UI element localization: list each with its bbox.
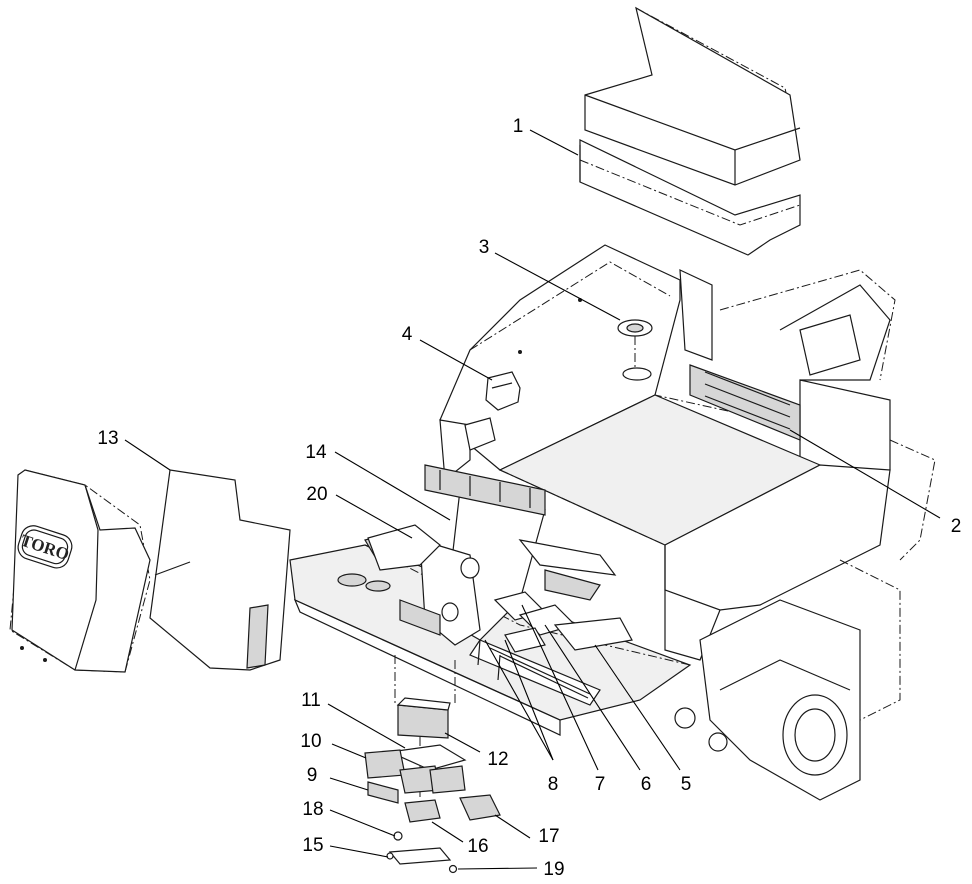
callout-1: 1 (513, 116, 524, 137)
callout-12: 12 (487, 749, 508, 770)
callout-8: 8 (548, 774, 559, 795)
callout-labels: 1 2 3 4 5 6 7 8 9 10 11 12 13 14 20 15 1… (97, 116, 961, 880)
callout-3: 3 (479, 237, 490, 258)
callout-18: 18 (302, 799, 323, 820)
part-1-seat-cover (579, 6, 801, 256)
toro-side-cover: TORO (9, 469, 151, 673)
callout-2: 2 (951, 516, 962, 537)
part-3-grommet (617, 319, 653, 381)
callout-17: 17 (538, 826, 559, 847)
part-14-control-tower (399, 464, 546, 646)
callout-14: 14 (305, 442, 327, 463)
callout-4: 4 (402, 324, 413, 345)
callout-11: 11 (301, 690, 321, 711)
lower-small-parts (364, 655, 501, 874)
callout-7: 7 (595, 774, 606, 795)
callout-19: 19 (543, 859, 564, 880)
leader-lines (124, 129, 941, 870)
callout-16: 16 (467, 836, 488, 857)
callout-5: 5 (681, 774, 692, 795)
callout-6: 6 (641, 774, 652, 795)
part-20-shield (367, 524, 441, 571)
frame-chassis (439, 244, 936, 801)
callout-10: 10 (300, 731, 321, 752)
toro-logo-badge (17, 525, 73, 569)
parts-5-8-levers (477, 539, 633, 681)
callout-15: 15 (302, 835, 323, 856)
callout-9: 9 (307, 765, 318, 786)
callout-13: 13 (97, 428, 118, 449)
part-13-side-plate (149, 469, 291, 671)
callout-20: 20 (306, 484, 327, 505)
part-4-bracket (485, 371, 521, 411)
